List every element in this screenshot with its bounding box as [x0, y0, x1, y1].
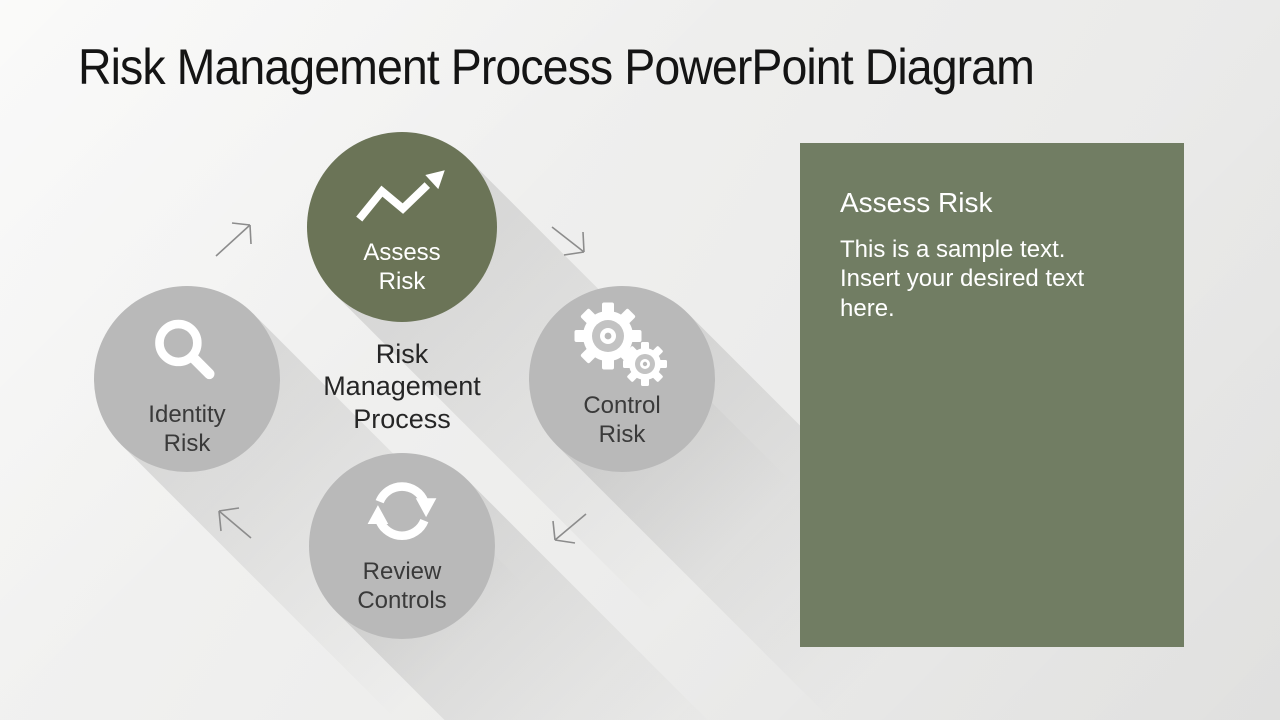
node-label: Control Risk: [583, 392, 661, 449]
description-panel: Assess Risk This is a sample text. Inser…: [800, 143, 1184, 647]
process-node-control-risk: Control Risk: [529, 286, 715, 472]
arrow-southwest-icon: [552, 513, 587, 544]
process-node-review-controls: Review Controls: [309, 453, 495, 639]
arrow-southeast-icon: [551, 226, 585, 256]
trend-line-arrow-icon: [356, 170, 445, 222]
panel-body-text: This is a sample text. Insert your desir…: [840, 236, 1085, 322]
node-label: Review Controls: [357, 558, 447, 615]
arrow-northwest-icon: [218, 507, 252, 539]
process-node-assess-risk: Assess Risk: [307, 132, 497, 322]
process-node-identity-risk: Identity Risk: [94, 286, 280, 472]
panel-title: Assess Risk: [840, 187, 993, 218]
slide-title: Risk Management Process PowerPoint Diagr…: [78, 39, 1035, 95]
diagram-center-label: Risk Management Process: [323, 339, 481, 434]
node-label: Assess Risk: [363, 239, 441, 296]
node-label: Identity Risk: [148, 401, 226, 458]
magnifier-icon: [155, 319, 215, 380]
refresh-arrows-icon: [367, 482, 437, 540]
arrow-northeast-icon: [215, 222, 252, 257]
gears-icon: [574, 302, 667, 386]
